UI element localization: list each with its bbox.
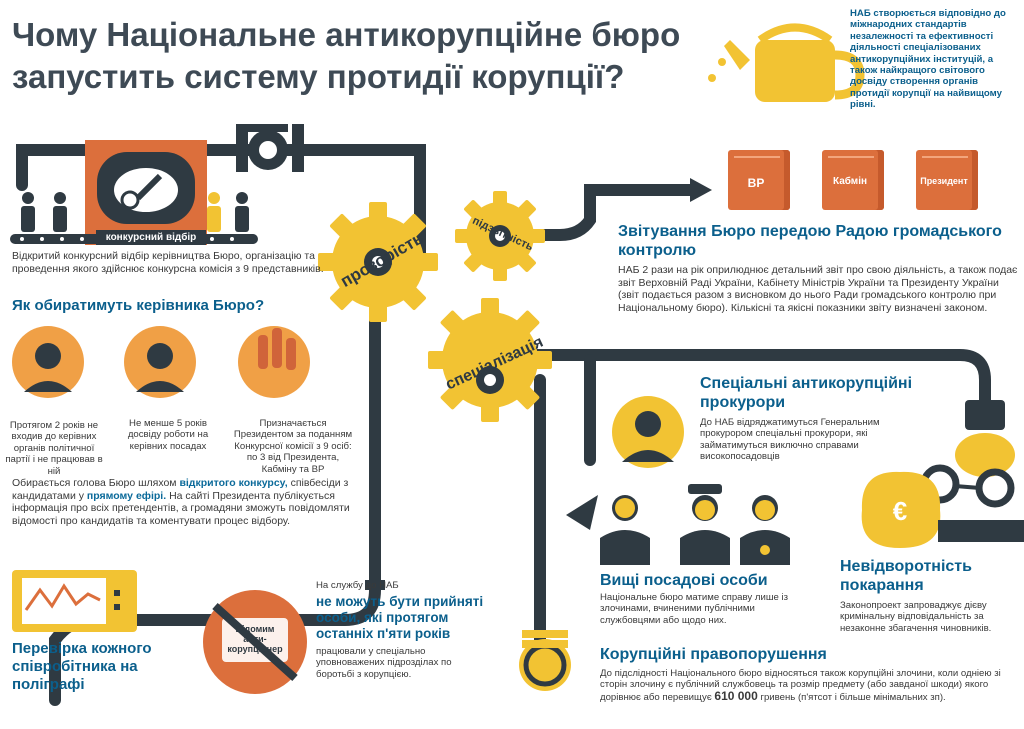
money-bag-icon: € [861,471,1024,548]
page-title: Чому Національне антикорупційне бюро зап… [12,16,681,95]
officials-figures [600,484,790,565]
can-label: НАБ [867,104,903,121]
book-vr: ВР [728,150,790,210]
crimes-heading: Корупційні правопорушення [600,646,827,663]
live-selection-text: Обирається голова Бюро шляхом відкритого… [12,477,350,527]
watering-can-icon [708,23,865,102]
intro-text: Відкритий конкурсний відбір керівництва … [12,250,324,275]
ban-sign-text: Відомим анти-корупціонер [227,624,283,654]
ban-tail: працювали у спеціально уповноважених під… [316,646,452,680]
criterion-1: Протягом 2 років не входив до керівних о… [5,420,103,477]
machine-label: конкурсний відбір [96,230,206,245]
ban-sign-icon [203,590,307,694]
criterion-3: Призначається Президентом за поданням Ко… [233,418,353,475]
book-kabmin: Кабмін [822,150,884,210]
top-note: НАБ створюється відповідно до міжнародни… [850,8,1006,111]
ban-bold: не можуть бути прийняті особи, які протя… [316,594,484,641]
selection-heading: Як обиратимуть керівника Бюро? [12,297,265,314]
competition-machine-icon [85,140,207,245]
officials-body: Національне бюро матиме справу лише із з… [600,592,789,626]
report-heading: Звітування Бюро передою Радою громадсько… [618,223,1002,259]
punishment-body: Законопроект запроваджує дієву криміналь… [840,600,992,634]
prosecutors-heading: Спеціальні антикорупційні прокурори [700,375,913,411]
punishment-heading: Невідворотність покарання [840,558,972,594]
report-body: НАБ 2 рази на рік оприлюднює детальний з… [618,264,1018,314]
ban-lead: На службу до НАБ [316,580,399,591]
valve-icon [248,124,288,170]
criterion-2: Не менше 5 років досвіду роботи на керів… [127,418,209,452]
officials-heading: Вищі посадові особи [600,572,768,589]
book-president: Президент [916,150,978,210]
prosecutors-body: До НАБ відряджатимуться Генеральним прок… [700,417,880,463]
svg-text:€: € [893,496,907,526]
polygraph-heading: Перевірка кожного співробітника на поліг… [12,640,152,693]
polygraph-icon [12,570,137,632]
handcuffs-icon [920,400,1015,508]
crimes-body: До підслідності Національного бюро відно… [600,668,1001,703]
coins-icon [519,630,571,691]
